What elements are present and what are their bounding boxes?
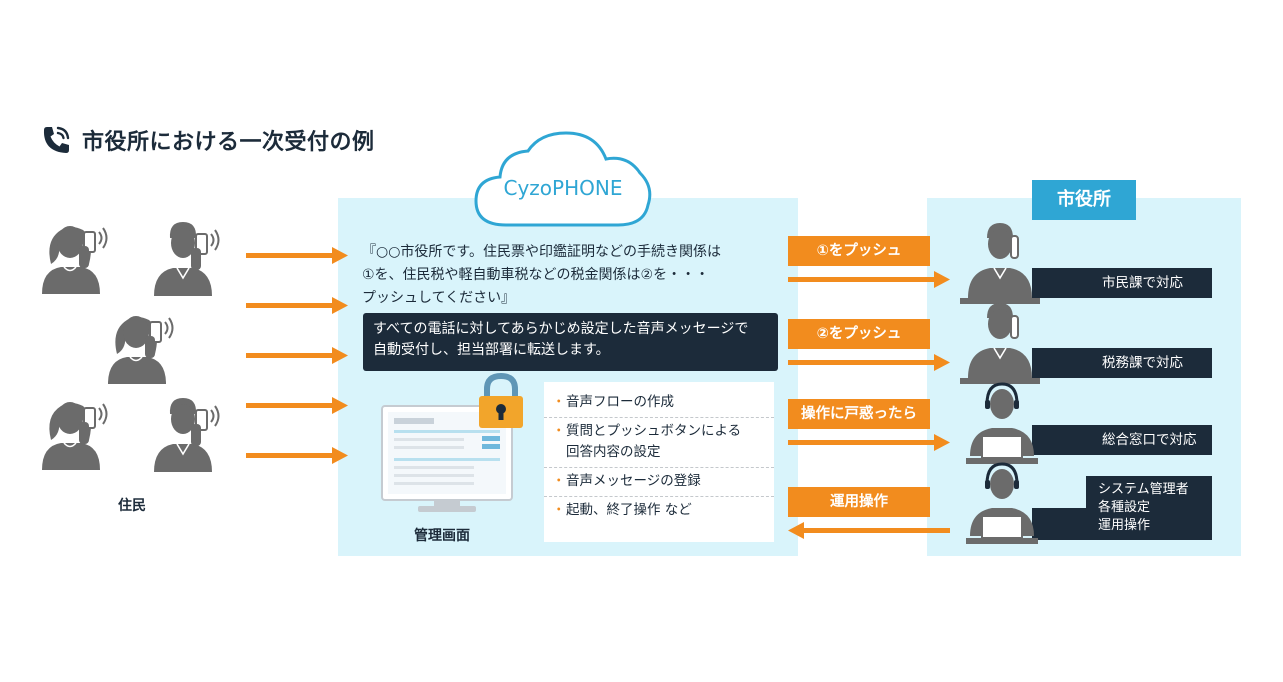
arrow-right-icon (246, 397, 348, 414)
monitor-icon (381, 405, 513, 512)
quote-line: ①を、住民税や軽自動車税などの税金関係は②を・・・ (362, 267, 710, 283)
bullet-icon: ・ (552, 394, 566, 410)
description-line: すべての電話に対してあらかじめ設定した音声メッセージで (373, 321, 749, 337)
department-bar: 税務課で対応 (1032, 348, 1212, 378)
role-line: 運用操作 (1098, 518, 1151, 533)
residents-label: 住民 (118, 498, 146, 514)
resident-person-icon (41, 401, 108, 471)
list-item: ・ 音声メッセージの登録 (544, 468, 774, 497)
action-label: 運用操作 (788, 487, 930, 517)
bullet-icon: ・ (552, 473, 566, 489)
resident-person-icon (153, 397, 220, 473)
list-item: ・ 起動、終了操作 など (544, 497, 774, 525)
admin-roles-box: システム管理者 各種設定 運用操作 (1086, 476, 1212, 540)
action-label: ②をプッシュ (788, 319, 930, 349)
cloud-label: CyzoPHONE (503, 176, 623, 200)
city-hall-badge: 市役所 (1032, 180, 1136, 220)
arrow-right-icon (246, 247, 348, 264)
feature-text: 音声メッセージの登録 (566, 473, 701, 489)
feature-text: 回答内容の設定 (566, 444, 661, 460)
role-line: 各種設定 (1098, 500, 1151, 515)
department-bar: 総合窓口で対応 (1032, 425, 1212, 455)
resident-person-icon (41, 225, 108, 295)
arrow-right-icon (788, 434, 950, 451)
diagram-title: 市役所における一次受付の例 (40, 122, 375, 158)
feature-text: 質問とプッシュボタンによる (566, 423, 742, 439)
bullet-icon: ・ (552, 502, 566, 518)
resident-person-icon (153, 221, 220, 297)
residents-group (41, 221, 220, 473)
arrow-right-icon (246, 347, 348, 364)
arrow-left-icon (788, 522, 950, 539)
role-line: システム管理者 (1098, 482, 1189, 497)
padlock-icon (479, 372, 523, 428)
list-item: ・ 質問とプッシュボタンによる 回答内容の設定 (544, 418, 774, 468)
action-label: 操作に戸惑ったら (788, 399, 930, 429)
quote-line: 『○○市役所です。住民票や印鑑証明などの手続き関係は (362, 244, 722, 260)
feature-text: 起動、終了操作 など (566, 502, 692, 518)
feature-text: 音声フローの作成 (566, 394, 674, 410)
page-title: 市役所における一次受付の例 (82, 130, 375, 155)
staff-group (959, 222, 1040, 546)
staff-person-icon (959, 302, 1040, 385)
cloud-icon (474, 131, 652, 227)
arrow-right-icon (246, 297, 348, 314)
incoming-call-arrows (246, 247, 348, 464)
action-label: ①をプッシュ (788, 236, 930, 266)
admin-screen-label: 管理画面 (414, 528, 470, 544)
bullet-icon: ・ (552, 423, 566, 439)
arrow-right-icon (788, 354, 950, 371)
staff-person-icon (959, 222, 1040, 305)
voice-message-text: 『○○市役所です。住民票や印鑑証明などの手続き関係は ①を、住民税や軽自動車税な… (362, 241, 782, 310)
description-box: すべての電話に対してあらかじめ設定した音声メッセージで 自動受付し、担当部署に転… (363, 313, 778, 371)
staff-person-icon (964, 462, 1040, 546)
arrow-right-icon (788, 271, 950, 288)
list-item: ・ 音声フローの作成 (544, 389, 774, 418)
feature-list: ・ 音声フローの作成 ・ 質問とプッシュボタンによる 回答内容の設定 ・ 音声メ… (544, 382, 774, 542)
quote-line: プッシュしてください』 (362, 290, 516, 306)
phone-icon (43, 126, 70, 153)
department-bar: 市民課で対応 (1032, 268, 1212, 298)
action-arrows (788, 271, 950, 539)
staff-person-icon (964, 382, 1040, 466)
arrow-right-icon (246, 447, 348, 464)
resident-person-icon (107, 315, 174, 385)
description-line: 自動受付し、担当部署に転送します。 (373, 342, 610, 358)
